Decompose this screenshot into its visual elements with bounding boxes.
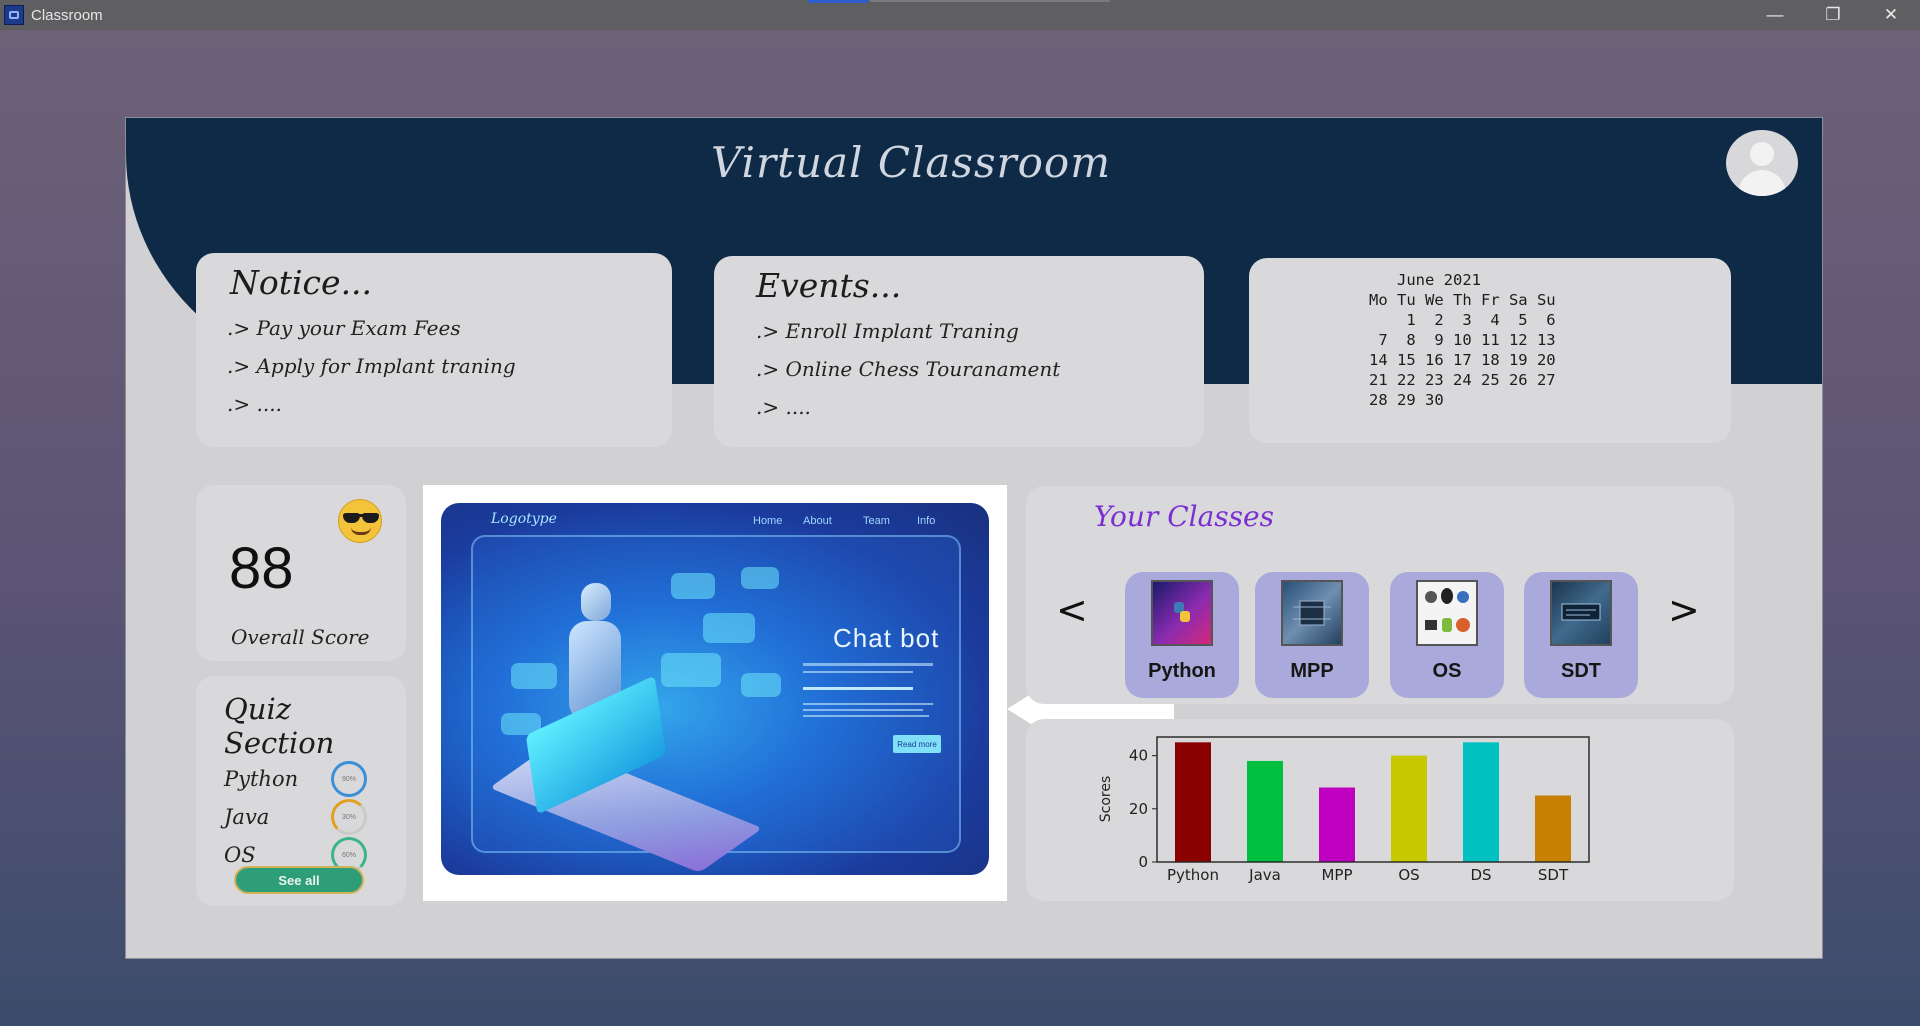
calendar-card: June 2021 Mo Tu We Th Fr Sa Su 1 2 3 4 5… (1249, 258, 1731, 443)
microprocessor-chip-icon (1281, 580, 1343, 646)
class-tile-mpp[interactable]: MPP (1255, 572, 1369, 698)
event-item: .> Online Chess Touranament (756, 357, 1061, 381)
progress-ring-icon: 30% (331, 799, 367, 835)
notice-card: Notice... .> Pay your Exam Fees .> Apply… (196, 253, 672, 447)
x-tick-label: DS (1470, 866, 1491, 884)
restore-icon[interactable]: ❐ (1825, 5, 1841, 24)
chat-bubble-icon (501, 713, 541, 735)
event-item: .> .... (756, 395, 811, 419)
y-tick-label: 0 (1138, 853, 1148, 871)
banner-text-line (803, 671, 913, 673)
class-tile-python[interactable]: Python (1125, 572, 1239, 698)
notice-item: .> .... (227, 392, 282, 416)
chatbot-promo-panel[interactable]: Logotype Home About Team Info Chat bot R… (423, 485, 1007, 901)
notice-title: Notice... (230, 263, 373, 302)
banner-divider (803, 687, 913, 690)
calendar-month-grid: June 2021 Mo Tu We Th Fr Sa Su 1 2 3 4 5… (1369, 271, 1556, 409)
class-name: Python (1148, 660, 1216, 682)
x-tick-label: MPP (1321, 866, 1352, 884)
chart-bar (1535, 795, 1571, 862)
taskbar-indicator-secondary (870, 0, 1110, 2)
class-name: OS (1432, 660, 1462, 682)
chart-bar (1247, 760, 1283, 862)
classroom-app: Virtual Classroom Notice... .> Pay your … (125, 117, 1823, 959)
y-tick-label: 20 (1129, 800, 1148, 818)
chart-bar (1463, 742, 1499, 862)
quiz-row-python[interactable]: Python 90% (224, 760, 367, 798)
class-tile-sdt[interactable]: SDT (1524, 572, 1638, 698)
banner-logo: Logotype (491, 511, 557, 527)
close-icon[interactable]: ✕ (1883, 5, 1899, 24)
software-development-icon (1550, 580, 1612, 646)
quiz-row-java[interactable]: Java 30% (224, 798, 367, 836)
chatbot-banner-image: Logotype Home About Team Info Chat bot R… (441, 503, 989, 875)
x-tick-label: Python (1167, 866, 1219, 884)
y-axis-label: Scores (1098, 776, 1114, 823)
window-title: Classroom (31, 6, 103, 24)
banner-text-line (803, 709, 923, 711)
quiz-title: Quiz Section (224, 692, 335, 760)
taskbar-indicator (808, 0, 868, 3)
chart-axes-frame (1156, 736, 1590, 863)
page-title: Virtual Classroom (710, 138, 1112, 187)
overall-score-card: 88 Overall Score (196, 485, 406, 661)
chart-bar (1319, 787, 1355, 862)
x-tick-label: SDT (1538, 866, 1569, 884)
banner-text-line (803, 715, 929, 717)
python-logo-icon (1151, 580, 1213, 646)
banner-text-line (803, 663, 933, 666)
chat-bubble-icon (741, 567, 779, 589)
overall-score-value: 88 (229, 536, 294, 601)
overall-score-label: Overall Score (231, 625, 370, 649)
chart-bar (1175, 742, 1211, 862)
banner-nav-item: About (803, 515, 832, 527)
os-logos-icon (1416, 580, 1478, 646)
your-classes-card: Your Classes < > Python MPP OS (1026, 486, 1734, 704)
quiz-row-os[interactable]: OS 60% (224, 836, 367, 874)
chart-bar (1391, 755, 1427, 862)
classes-title: Your Classes (1094, 500, 1274, 533)
event-item: .> Enroll Implant Traning (756, 319, 1019, 343)
chat-bubble-icon (661, 653, 721, 687)
notice-item: .> Pay your Exam Fees (227, 316, 461, 340)
classes-prev-button[interactable]: < (1056, 588, 1088, 632)
chat-bubble-icon (511, 663, 557, 689)
quiz-section-card: Quiz Section Python 90% Java 30% OS 60% … (196, 676, 406, 906)
progress-ring-icon: 90% (331, 761, 367, 797)
x-tick-label: OS (1398, 866, 1419, 884)
robot-head-illustration (581, 583, 611, 621)
window-titlebar: Classroom — ❐ ✕ (0, 0, 1920, 30)
chat-bubble-icon (741, 673, 781, 697)
chat-bubble-icon (703, 613, 755, 643)
chat-bubble-icon (671, 573, 715, 599)
classes-next-button[interactable]: > (1668, 588, 1700, 632)
read-more-button[interactable]: Read more (893, 735, 941, 753)
app-icon (4, 5, 24, 25)
sunglasses-face-icon (338, 499, 382, 543)
events-card: Events... .> Enroll Implant Traning .> O… (714, 256, 1204, 447)
banner-nav-item: Team (863, 515, 890, 527)
minimize-icon[interactable]: — (1766, 5, 1784, 24)
x-tick-label: Java (1248, 866, 1281, 884)
banner-nav-item: Info (917, 515, 936, 527)
quiz-label: Java (224, 805, 270, 829)
y-tick-label: 40 (1129, 747, 1148, 765)
quiz-label: Python (224, 767, 299, 791)
notice-item: .> Apply for Implant traning (227, 354, 516, 378)
see-all-button[interactable]: See all (234, 866, 364, 894)
class-name: SDT (1561, 660, 1601, 682)
banner-headline: Chat bot (833, 623, 940, 653)
banner-text-line (803, 703, 933, 705)
banner-nav-item: Home (753, 515, 783, 527)
user-avatar-icon[interactable] (1726, 130, 1798, 196)
class-tile-os[interactable]: OS (1390, 572, 1504, 698)
events-title: Events... (756, 266, 902, 305)
class-name: MPP (1290, 660, 1334, 682)
quiz-label: OS (224, 843, 256, 867)
